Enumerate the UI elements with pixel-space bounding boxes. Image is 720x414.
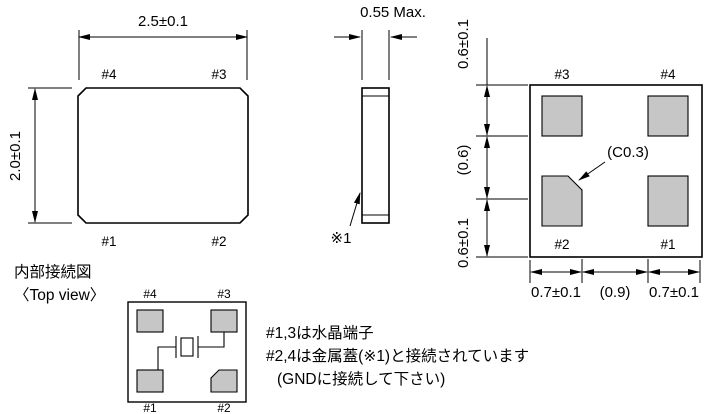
dim-bottom-label: 0.6±0.1 xyxy=(455,218,472,268)
note-line-3: (GNDに接続して下さい) xyxy=(277,370,445,388)
package-side-view: 0.55 Max. ※1 xyxy=(331,4,426,247)
dim-mid-label: (0.6) xyxy=(455,145,472,176)
chamfer-label: (C0.3) xyxy=(607,144,649,161)
dim-top-label: 0.6±0.1 xyxy=(455,19,472,69)
lid-ref-label: ※1 xyxy=(331,230,352,247)
dim-pad-left-label: 0.7±0.1 xyxy=(531,284,581,301)
crystal-element xyxy=(180,337,194,357)
pin-label: #2 xyxy=(211,234,226,249)
crystal-wire-left xyxy=(157,346,176,370)
pin-label: #4 xyxy=(101,67,117,82)
package-side-body xyxy=(361,87,390,224)
pin-label: #4 xyxy=(660,67,676,82)
crystal-wire-right xyxy=(198,332,225,348)
pin-label: #3 xyxy=(217,287,231,301)
lid-leader-arrow xyxy=(349,192,361,227)
internal-pad-2-chamfered xyxy=(210,369,238,393)
pad-1 xyxy=(647,175,689,227)
notes: #1,3は水晶端子 #2,4は金属蓋(※1)と接続されています (GNDに接続し… xyxy=(266,324,529,388)
dim-pad-right-label: 0.7±0.1 xyxy=(649,284,699,301)
internal-pad-4 xyxy=(136,309,164,333)
pad-2-chamfered xyxy=(541,175,583,227)
pin-label: #2 xyxy=(554,237,569,252)
pin-label: #1 xyxy=(101,234,116,249)
internal-pad-1 xyxy=(136,369,164,393)
package-bottom-view: #3 #4 #2 #1 (C0.3) 0.6±0.1 (0.6) 0.6±0.1… xyxy=(455,19,703,301)
package-body-outline xyxy=(77,87,249,224)
internal-subtitle: 〈Top view〉 xyxy=(14,287,105,304)
pin-label: #1 xyxy=(143,401,157,414)
dim-height-label: 2.0±0.1 xyxy=(7,131,24,181)
dim-gap-label: (0.9) xyxy=(600,284,631,301)
internal-pad-3 xyxy=(210,309,238,333)
note-line-2: #2,4は金属蓋(※1)と接続されています xyxy=(266,347,529,365)
chamfer-leader-arrow xyxy=(578,161,606,181)
pin-label: #3 xyxy=(211,67,226,82)
pad-3 xyxy=(541,95,583,137)
pin-label: #2 xyxy=(217,401,231,414)
pin-label: #4 xyxy=(143,287,157,301)
package-top-view: 2.5±0.1 2.0±0.1 #4 #3 #1 #2 xyxy=(7,13,249,249)
note-line-1: #1,3は水晶端子 xyxy=(266,324,374,342)
pin-label: #1 xyxy=(660,237,675,252)
dim-thickness-label: 0.55 Max. xyxy=(360,4,426,21)
internal-connection-view: 内部接続図 〈Top view〉 #4 #3 #1 #2 xyxy=(14,263,247,414)
pad-4 xyxy=(647,95,689,137)
pin-label: #3 xyxy=(554,67,569,82)
internal-title: 内部接続図 xyxy=(14,263,92,281)
dim-width-label: 2.5±0.1 xyxy=(138,13,188,30)
